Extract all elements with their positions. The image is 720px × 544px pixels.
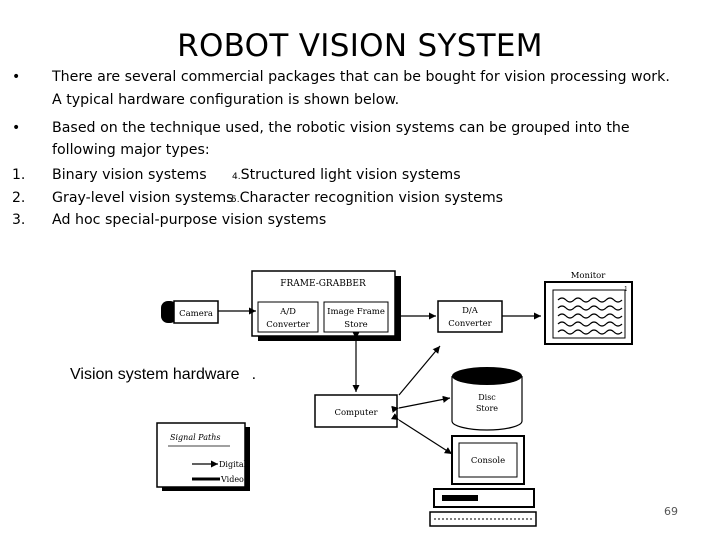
da-converter-label-2: Converter xyxy=(448,319,492,329)
bullet-1-line-2: A typical hardware configuration is show… xyxy=(52,92,400,108)
image-frame-store-box xyxy=(323,301,389,333)
list-item-binary: Binary vision systems xyxy=(52,167,207,183)
camera-lens-icon xyxy=(161,301,177,323)
slide-title: ROBOT VISION SYSTEM xyxy=(177,28,543,64)
console-screen xyxy=(458,442,518,478)
diagram-svg: FRAME-GRABBER A/D Converter Image Frame … xyxy=(156,270,633,527)
frame-grabber-label: FRAME-GRABBER xyxy=(280,279,366,289)
disc-store-icon xyxy=(451,376,523,431)
bullet-marker: • xyxy=(12,120,21,136)
monitor-wave-4 xyxy=(557,321,623,327)
legend-digital-label: Digital xyxy=(219,460,247,469)
computer-console-arrow xyxy=(390,413,453,455)
ad-converter-label-2: Converter xyxy=(266,320,310,330)
vision-hardware-diagram: FRAME-GRABBER A/D Converter Image Frame … xyxy=(130,238,700,540)
computer-box xyxy=(314,394,398,428)
caption-suffix: . xyxy=(251,366,257,383)
computer-to-da-arrow xyxy=(398,345,441,396)
monitor-label: Monitor xyxy=(571,271,607,281)
ad-converter-box xyxy=(257,301,319,333)
list-item-structured-light-text: Structured light vision systems xyxy=(240,167,461,183)
disc-store-label-1: Disc xyxy=(478,393,496,402)
list-number-3: 3. xyxy=(12,212,26,228)
legend-title: Signal Paths xyxy=(170,433,220,442)
monitor-wave-1 xyxy=(557,297,623,303)
console-label: Console xyxy=(471,456,505,466)
monitor-wave-2 xyxy=(557,305,623,311)
console-drive-slot xyxy=(442,495,478,501)
caption-text: Vision system hardware xyxy=(70,366,240,383)
list-item-character-recognition: 5.Character recognition vision systems xyxy=(231,188,503,211)
computer-disc-arrow xyxy=(391,395,451,413)
list-number-2: 2. xyxy=(12,190,26,206)
da-converter-label-1: D/A xyxy=(462,306,479,316)
monitor-wave-3 xyxy=(557,313,623,319)
image-frame-store-label-2: Store xyxy=(344,320,367,330)
bullet-2-line-1: Based on the technique used, the robotic… xyxy=(52,120,630,136)
bullet-marker: • xyxy=(12,69,21,85)
page-number: 69 xyxy=(664,505,678,518)
list-number-1: 1. xyxy=(12,167,26,183)
list-number-5: 5. xyxy=(231,195,240,205)
bullet-2-line-2: following major types: xyxy=(52,142,210,158)
computer-label: Computer xyxy=(334,408,378,418)
bullet-1-line-1: There are several commercial packages th… xyxy=(52,69,670,85)
disc-store-label-2: Store xyxy=(476,404,498,413)
list-item-character-recognition-text: Character recognition vision systems xyxy=(239,190,504,206)
monitor-wave-5 xyxy=(557,329,623,335)
list-item-gray-level: Gray-level vision systems xyxy=(52,190,234,206)
legend-video-label: Video xyxy=(220,475,244,484)
camera-box xyxy=(173,300,219,324)
diagram-caption: Vision system hardware. xyxy=(68,366,259,384)
disc-store-top xyxy=(452,367,522,385)
monitor-digit: 1 xyxy=(624,286,628,293)
list-number-4: 4. xyxy=(232,172,241,182)
monitor-screen xyxy=(552,289,626,339)
image-frame-store-label-1: Image Frame xyxy=(327,307,385,317)
camera-label: Camera xyxy=(179,309,213,319)
ad-converter-label-1: A/D xyxy=(279,307,296,317)
console-base xyxy=(433,488,535,508)
signal-paths-legend xyxy=(156,422,246,488)
list-item-ad-hoc: Ad hoc special-purpose vision systems xyxy=(52,212,327,228)
list-item-structured-light: 4.Structured light vision systems xyxy=(232,165,461,188)
da-converter-box xyxy=(437,300,503,333)
